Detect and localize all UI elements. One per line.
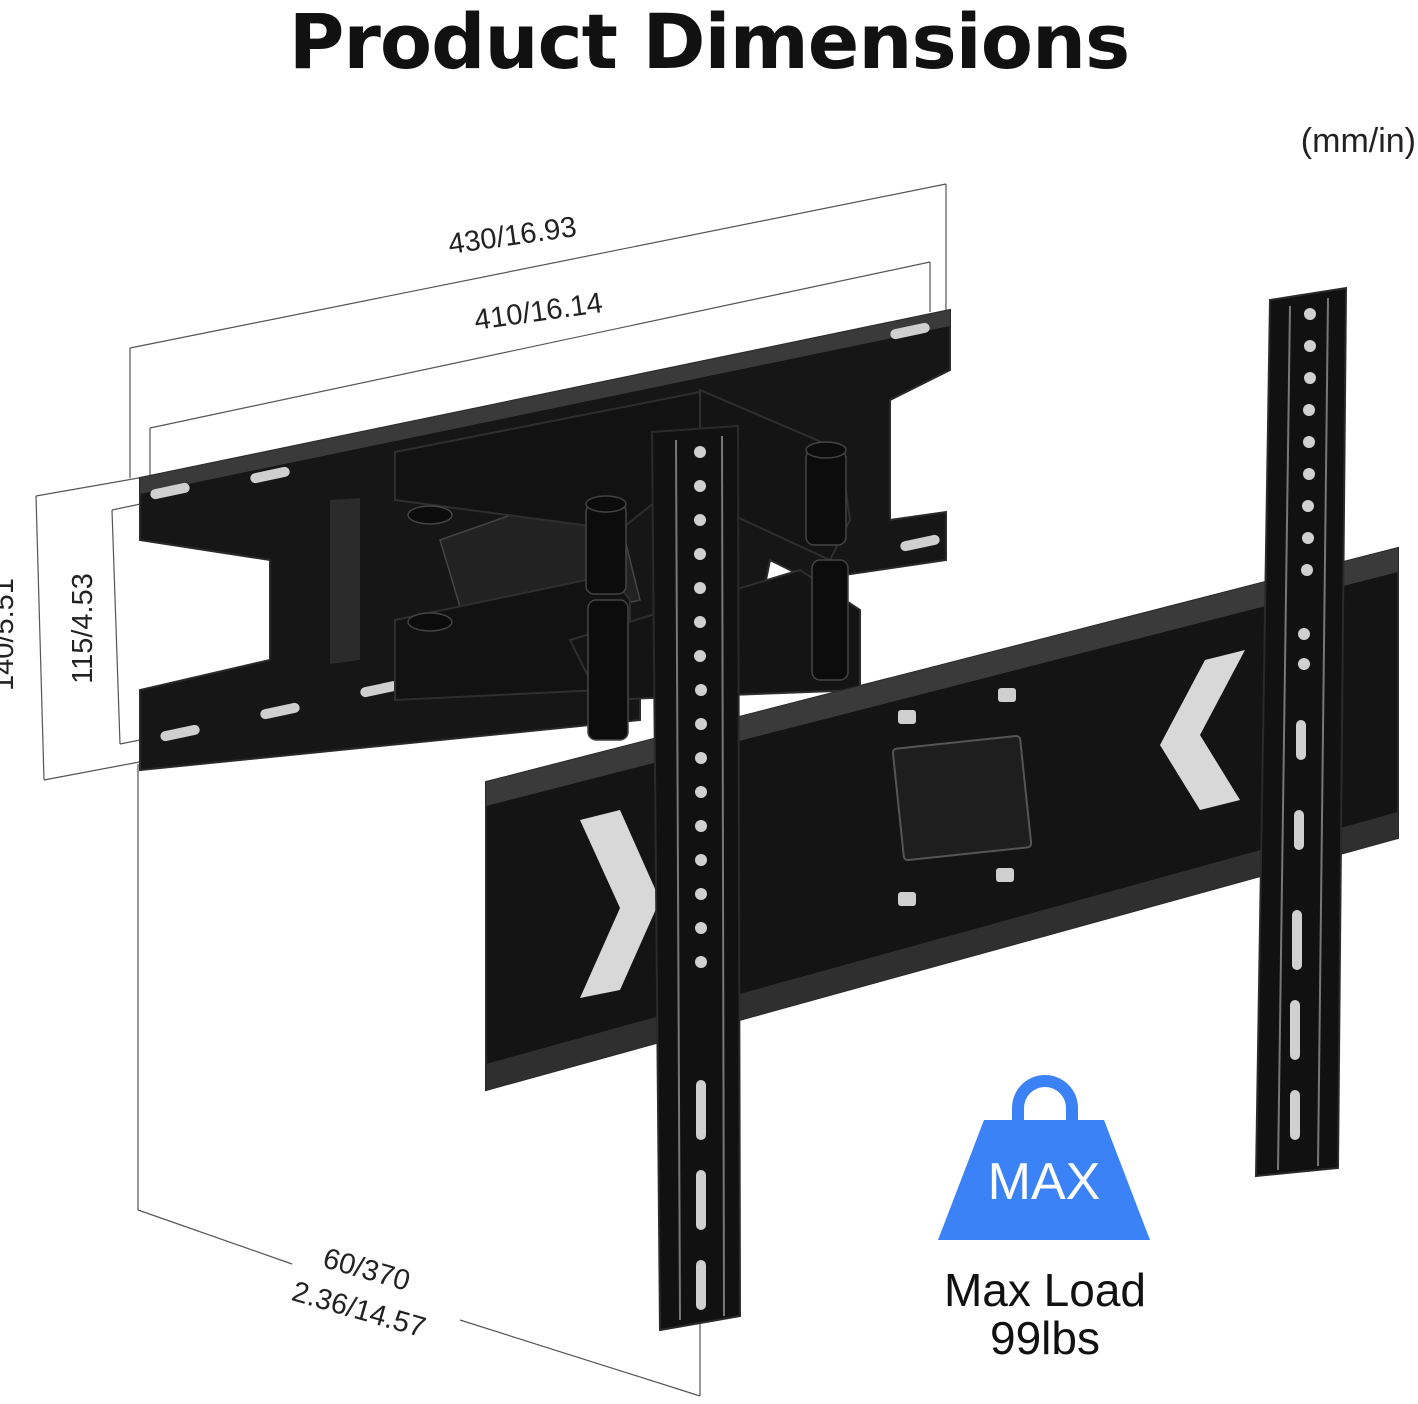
weight-body <box>938 1120 1150 1240</box>
max-load-caption: Max Load 99lbs <box>900 1266 1190 1362</box>
max-label: MAX <box>988 1153 1101 1211</box>
units-label: (mm/in) <box>1300 122 1416 160</box>
max-load-value: 99lbs <box>990 1312 1100 1364</box>
max-weight-badge: MAX <box>938 1075 1150 1240</box>
inner-height-label: 115/4.53 <box>66 573 99 684</box>
page-title: Product Dimensions <box>288 0 1131 86</box>
max-load-text: Max Load <box>943 1264 1146 1316</box>
weight-handle <box>1012 1075 1078 1126</box>
outer-height-label: 140/5.51 <box>0 578 20 691</box>
vertical-bracket-left <box>650 424 742 1332</box>
vertical-bracket-right <box>1254 286 1348 1178</box>
